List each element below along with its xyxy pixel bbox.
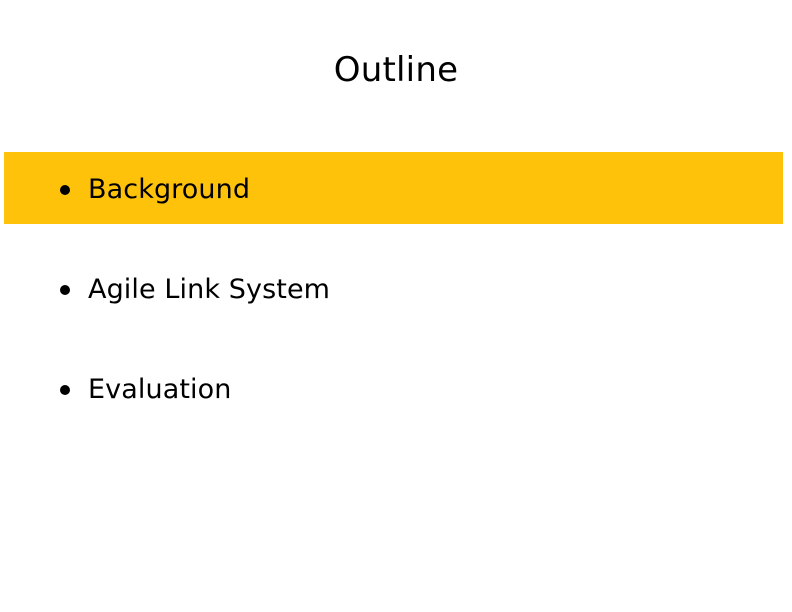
bullet-dot-icon	[60, 385, 70, 395]
list-item[interactable]: Agile Link System	[60, 270, 330, 310]
highlight-band	[4, 152, 783, 224]
list-item-label: Evaluation	[88, 374, 232, 405]
bullet-dot-icon	[60, 185, 70, 195]
list-item[interactable]: Background	[60, 170, 250, 210]
list-item-label: Agile Link System	[88, 274, 331, 305]
list-item[interactable]: Evaluation	[60, 370, 231, 410]
bullet-dot-icon	[60, 285, 70, 295]
page-title: Outline	[333, 50, 459, 90]
list-item-label: Background	[88, 174, 251, 205]
